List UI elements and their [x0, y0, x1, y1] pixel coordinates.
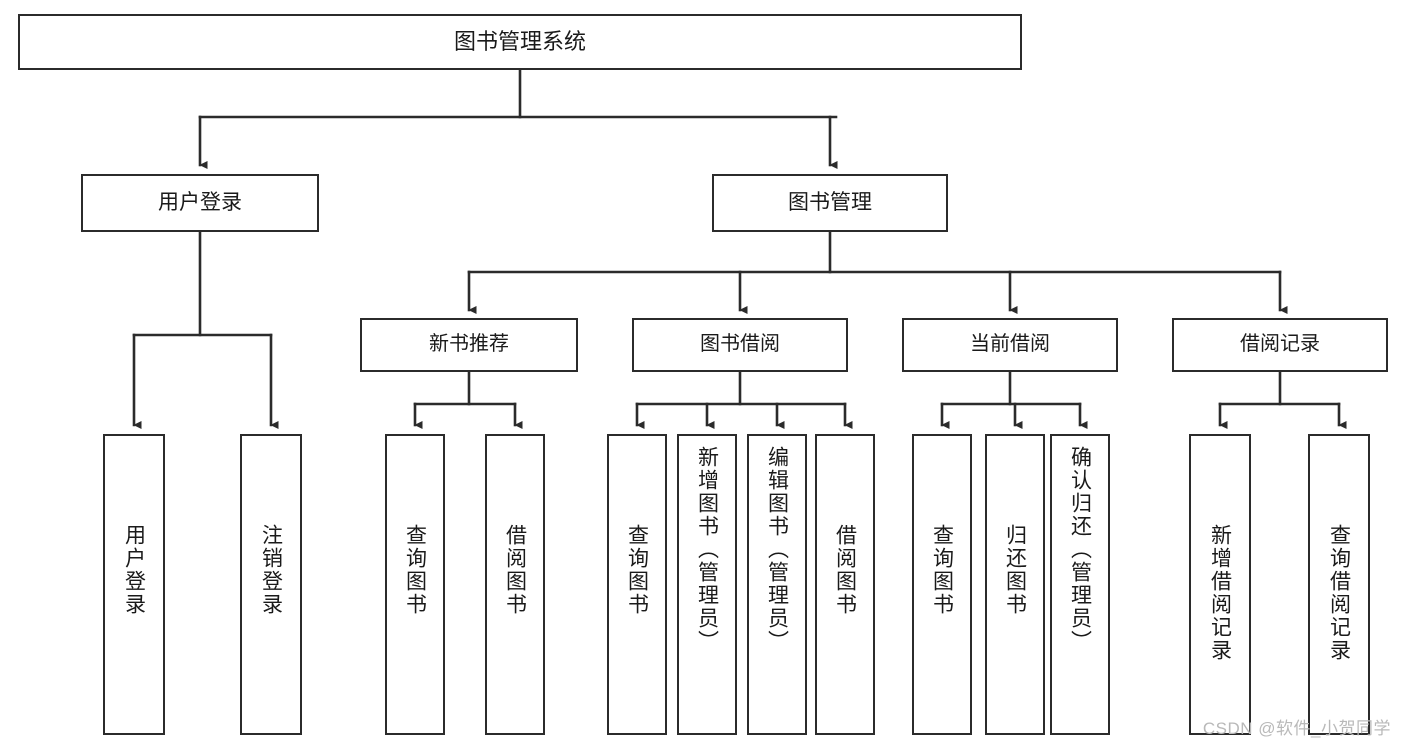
leaf-edit-book[interactable]: 编辑图书（管理员）	[747, 434, 807, 735]
leaf-user-login-label: 用户登录	[122, 524, 146, 616]
leaf-query-book-2[interactable]: 查询图书	[607, 434, 667, 735]
leaf-user-login[interactable]: 用户登录	[103, 434, 165, 735]
leaf-borrow-book-2-label: 借阅图书	[833, 524, 857, 616]
leaf-return-book-label: 归还图书	[1003, 524, 1027, 616]
leaf-borrow-book-1[interactable]: 借阅图书	[485, 434, 545, 735]
node-book-manage-label: 图书管理	[788, 190, 872, 214]
leaf-confirm-return-label: 确认归还（管理员）	[1068, 446, 1092, 653]
node-user-login-label: 用户登录	[158, 190, 242, 214]
node-new-book-recommend-label: 新书推荐	[429, 333, 509, 356]
leaf-query-book-1-label: 查询图书	[403, 524, 427, 616]
node-new-book-recommend[interactable]: 新书推荐	[360, 318, 578, 372]
node-current-borrow-label: 当前借阅	[970, 333, 1050, 356]
leaf-return-book[interactable]: 归还图书	[985, 434, 1045, 735]
leaf-query-record-label: 查询借阅记录	[1327, 524, 1351, 662]
leaf-borrow-book-2[interactable]: 借阅图书	[815, 434, 875, 735]
leaf-confirm-return[interactable]: 确认归还（管理员）	[1050, 434, 1110, 735]
node-root-label: 图书管理系统	[453, 29, 586, 55]
leaf-borrow-book-1-label: 借阅图书	[503, 524, 527, 616]
leaf-query-book-3-label: 查询图书	[930, 524, 954, 616]
leaf-query-book-2-label: 查询图书	[625, 524, 649, 616]
leaf-add-record-label: 新增借阅记录	[1208, 524, 1232, 662]
leaf-user-logout[interactable]: 注销登录	[240, 434, 302, 735]
leaf-add-book[interactable]: 新增图书（管理员）	[677, 434, 737, 735]
node-book-borrow[interactable]: 图书借阅	[632, 318, 848, 372]
node-borrow-record-label: 借阅记录	[1240, 333, 1320, 356]
leaf-query-book-1[interactable]: 查询图书	[385, 434, 445, 735]
node-root[interactable]: 图书管理系统	[18, 14, 1022, 70]
node-current-borrow[interactable]: 当前借阅	[902, 318, 1118, 372]
node-book-borrow-label: 图书借阅	[700, 333, 780, 356]
node-borrow-record[interactable]: 借阅记录	[1172, 318, 1388, 372]
leaf-add-book-label: 新增图书（管理员）	[695, 446, 719, 653]
leaf-query-book-3[interactable]: 查询图书	[912, 434, 972, 735]
leaf-user-logout-label: 注销登录	[259, 524, 283, 616]
node-book-manage[interactable]: 图书管理	[712, 174, 948, 232]
node-user-login[interactable]: 用户登录	[81, 174, 319, 232]
leaf-add-record[interactable]: 新增借阅记录	[1189, 434, 1251, 735]
leaf-edit-book-label: 编辑图书（管理员）	[765, 446, 789, 653]
leaf-query-record[interactable]: 查询借阅记录	[1308, 434, 1370, 735]
